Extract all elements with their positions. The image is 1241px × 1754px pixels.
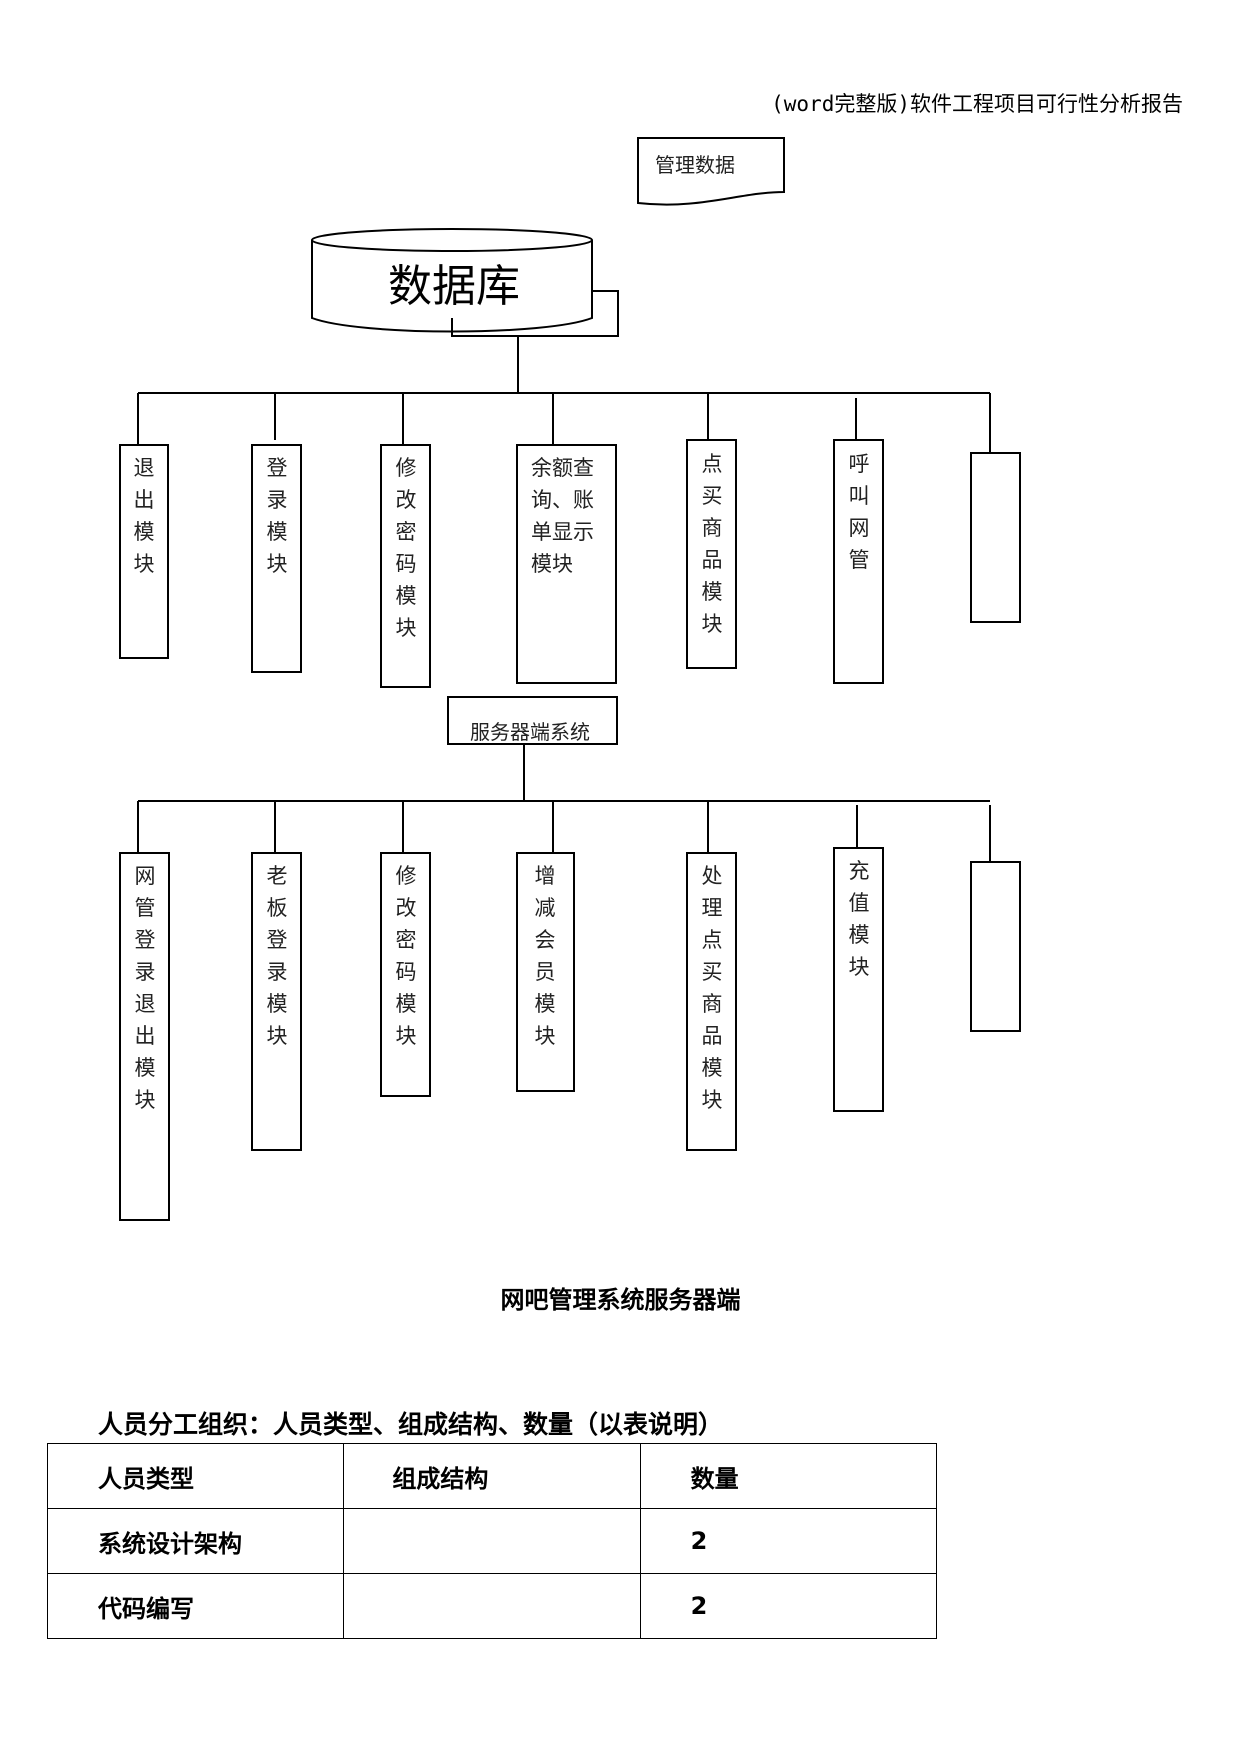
server-module-box-1 xyxy=(119,852,170,1221)
server-module-label: 处理点买商品模块 xyxy=(701,864,723,1112)
server-system-box xyxy=(447,696,618,745)
column-header: 数量 xyxy=(639,1443,938,1509)
client-module-label: 点买商品模块 xyxy=(701,452,723,636)
table-cell: 代码编写 xyxy=(46,1573,345,1639)
column-header: 组成结构 xyxy=(343,1443,641,1509)
server-module-label: 修改密码模块 xyxy=(395,864,417,1048)
server-system-label: 服务器端系统 xyxy=(470,720,590,744)
staff-table: 人员类型 组成结构 数量 系统设计架构 2 代码编写 2 xyxy=(46,1443,938,1639)
server-module-label: 充值模块 xyxy=(848,859,870,979)
management-data-label: 管理数据 xyxy=(655,153,735,177)
server-module-label: 增减会员模块 xyxy=(534,864,556,1048)
client-module-label: 登录模块 xyxy=(266,456,288,576)
table-cell xyxy=(343,1508,641,1574)
client-module-box-6 xyxy=(833,439,884,684)
table-cell: 2 xyxy=(639,1508,938,1574)
client-module-box-5 xyxy=(686,439,737,669)
system-diagram xyxy=(119,137,1021,1221)
server-module-label: 网管登录退出模块 xyxy=(134,864,156,1112)
table-cell xyxy=(343,1573,641,1639)
server-module-box-4 xyxy=(516,852,575,1092)
server-module-box-7 xyxy=(970,861,1021,1032)
diagram-caption: 网吧管理系统服务器端 xyxy=(500,1285,741,1314)
table-row: 代码编写 2 xyxy=(46,1573,938,1639)
column-header: 人员类型 xyxy=(46,1443,345,1509)
server-module-label: 老板登录模块 xyxy=(266,864,288,1048)
table-header-row: 人员类型 组成结构 数量 xyxy=(46,1443,938,1509)
client-module-label: 呼叫网管 xyxy=(848,452,870,572)
server-module-box-3 xyxy=(380,852,431,1097)
client-module-label: 余额查询、账单显示模块 xyxy=(531,456,594,576)
server-module-box-5 xyxy=(686,852,737,1151)
server-module-box-2 xyxy=(251,852,302,1151)
client-module-box-1 xyxy=(119,444,169,659)
client-module-box-3 xyxy=(380,444,431,688)
server-module-box-6 xyxy=(833,847,884,1112)
table-row: 系统设计架构 2 xyxy=(46,1508,938,1574)
client-module-box-4 xyxy=(516,444,617,684)
table-cell: 2 xyxy=(639,1573,938,1639)
staff-section-title: 人员分工组织：人员类型、组成结构、数量（以表说明） xyxy=(98,1410,724,1439)
client-module-label: 退出模块 xyxy=(133,456,155,576)
client-module-box-2 xyxy=(251,444,302,673)
table-cell: 系统设计架构 xyxy=(46,1508,345,1574)
document-header: (word完整版)软件工程项目可行性分析报告 xyxy=(771,92,1183,116)
management-data-shape xyxy=(637,137,785,206)
client-module-label: 修改密码模块 xyxy=(395,456,417,640)
client-module-box-7 xyxy=(970,452,1021,623)
database-label: 数据库 xyxy=(388,261,520,312)
